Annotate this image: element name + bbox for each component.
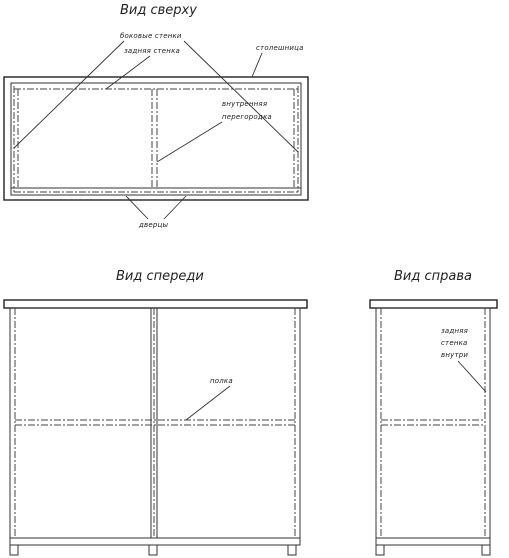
label-inner-partition-2: перегородка — [222, 113, 272, 121]
top-view-title: Вид сверху — [120, 3, 197, 18]
leader-back-wall-inside — [457, 360, 487, 393]
label-inner-partition-1: внутренняя — [222, 100, 267, 108]
label-back-wall-inside-3: внутри — [441, 351, 468, 359]
right-leg-back — [481, 544, 491, 556]
front-leg-3 — [287, 544, 297, 556]
label-back-wall-inside-1: задняя — [441, 327, 468, 335]
label-countertop: столешница — [256, 44, 304, 52]
front-body — [9, 307, 301, 546]
label-shelf: полка — [210, 377, 233, 385]
leader-doors-right — [163, 195, 187, 220]
label-back-wall: задняя стенка — [124, 47, 180, 55]
top-carcass-outline — [10, 82, 302, 196]
leader-doors-left — [125, 195, 149, 220]
leader-back-wall — [105, 55, 151, 90]
right-view-title: Вид справа — [394, 269, 472, 284]
right-view: Вид справа задняя стенка внутри — [369, 269, 498, 556]
front-view-title: Вид спереди — [116, 269, 204, 284]
top-countertop-outline — [3, 76, 309, 201]
front-view: Вид спереди полка — [3, 269, 308, 556]
front-leg-1 — [9, 544, 19, 556]
leader-countertop — [251, 52, 263, 78]
front-countertop — [3, 299, 308, 309]
leader-shelf — [185, 385, 231, 421]
right-leg-front — [375, 544, 385, 556]
leader-side-walls-left — [13, 40, 125, 149]
label-side-walls: боковые стенки — [120, 32, 182, 40]
label-doors: дверцы — [138, 221, 168, 229]
leader-side-walls-right — [183, 40, 299, 153]
front-leg-2 — [148, 544, 158, 556]
right-body — [375, 307, 491, 546]
label-back-wall-inside-2: стенка — [441, 339, 468, 347]
leader-inner-partition — [156, 121, 223, 163]
right-countertop — [369, 299, 498, 309]
top-view: Вид сверху боковые стенки задняя стенка … — [3, 3, 309, 229]
